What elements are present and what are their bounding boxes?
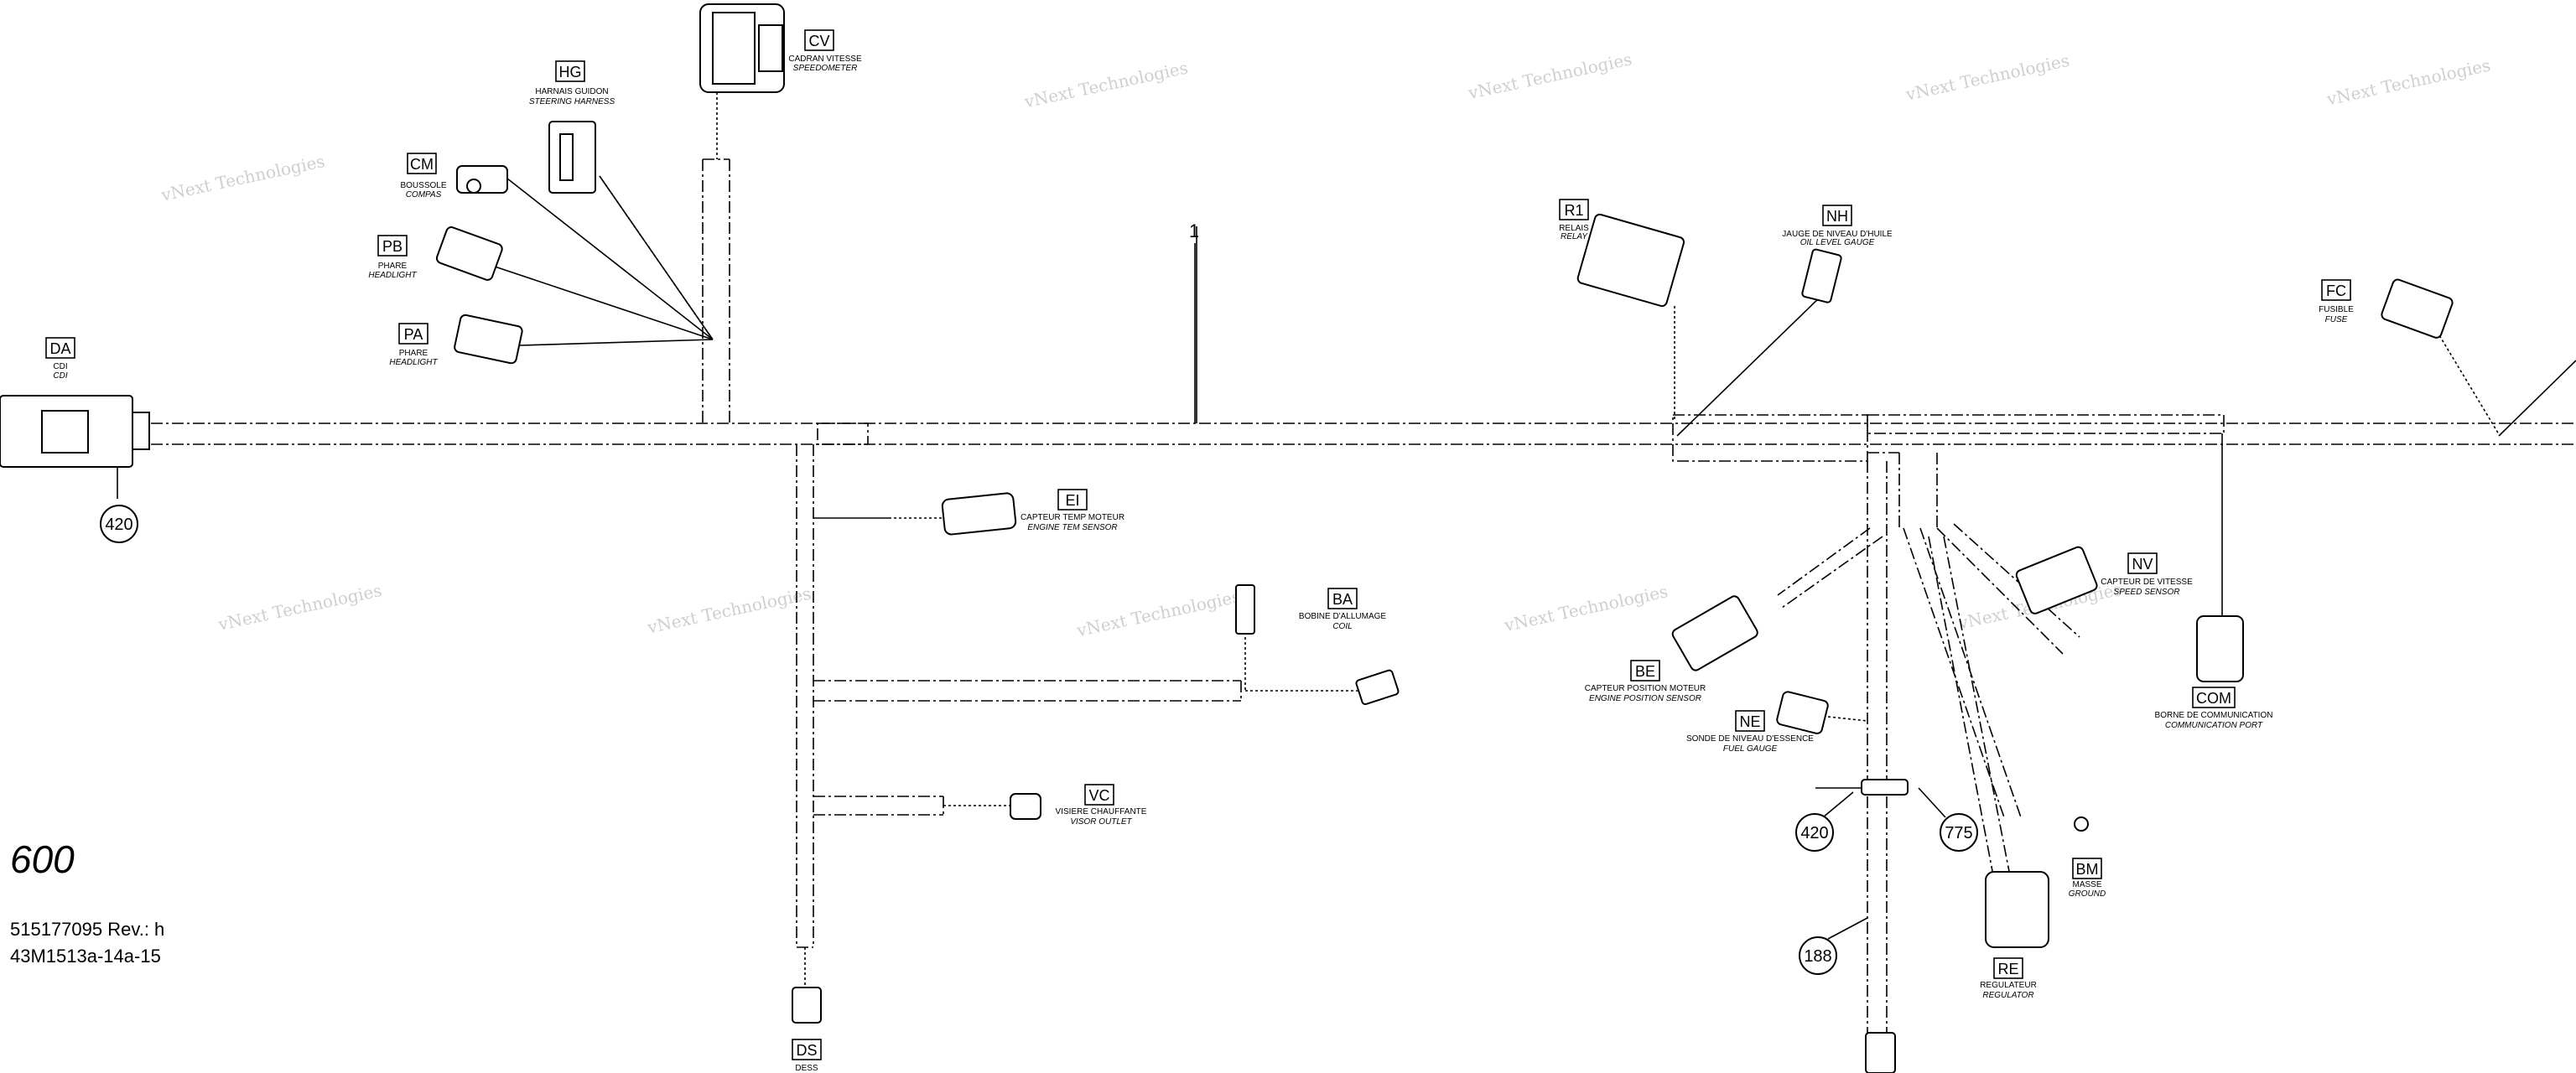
label-code: NH [1826,208,1848,225]
label-code: PB [382,238,402,255]
label-fr: CDI [53,362,67,371]
label-en: SPEEDOMETER [793,64,858,73]
label-code: EI [1065,492,1079,509]
label-en: RELAY [1561,232,1588,241]
label-en: GROUND [2069,889,2106,899]
label-en: OIL LEVEL GAUGE [1800,238,1875,247]
label-code: RE [1997,961,2018,977]
watermark: vNext Technologies [216,580,383,635]
label-en: ENGINE TEM SENSOR [1027,523,1117,532]
label-fr: CADRAN VITESSE [788,54,862,64]
label-fr: RELAIS [1559,224,1589,233]
label-en: HEADLIGHT [368,271,417,280]
wires [117,175,2576,940]
connector-glyphs [0,3,2454,1073]
label-en: ENGINE POSITION SENSOR [1589,694,1701,703]
label-code: NE [1739,713,1760,730]
label-code: COM [2196,690,2231,707]
label-fr: FUSIBLE [2319,305,2354,314]
watermark: vNext Technologies [1502,581,1670,635]
label-code: CV [808,33,829,49]
label-fr: REGULATEUR [1980,981,2037,990]
watermarks: vNext Technologies vNext Technologies vN… [158,49,2492,640]
connector-labels: CV CADRAN VITESSE SPEEDOMETER HG HARNAIS… [45,29,2354,1073]
label-fr: MASSE [2072,880,2101,889]
watermark: vNext Technologies [158,151,326,205]
label-fr: CAPTEUR POSITION MOTEUR [1585,684,1706,693]
watermark: vNext Technologies [1074,586,1242,640]
label-en: COMMUNICATION PORT [2165,721,2263,730]
label-code: DA [49,340,70,357]
label-fr: JAUGE DE NIVEAU D'HUILE [1782,230,1893,239]
label-fr: BOUSSOLE [400,181,446,190]
harness-trunk [151,158,2576,1039]
label-fr: HARNAIS GUIDON [535,87,608,96]
label-code: NV [2132,556,2153,573]
label-fr: CAPTEUR DE VITESSE [2101,578,2193,587]
callouts: 420 420 775 188 [100,505,1978,975]
watermark: vNext Technologies [1466,49,1633,103]
label-code: BM [2076,861,2099,878]
label-fr: BORNE DE COMMUNICATION [2155,711,2273,720]
label-en: SPEED SENSOR [2114,588,2180,597]
label-code: R1 [1564,202,1583,219]
watermark: vNext Technologies [645,583,813,638]
callout-number: 775 [1945,824,1972,842]
label-en: COMPAS [406,190,442,200]
label-en: STEERING HARNESS [529,97,615,106]
model-number: 600 [10,837,75,881]
label-code: DS [796,1042,817,1059]
callout-number: 420 [1800,824,1828,842]
label-fr: CAPTEUR TEMP MOTEUR [1021,513,1124,522]
label-fr: DESS [795,1064,818,1073]
watermark: vNext Technologies [1903,50,2071,105]
label-code: CM [410,156,434,173]
label-en: FUSE [2325,315,2348,324]
label-en: COIL [1332,622,1352,631]
label-code: VC [1088,787,1109,804]
label-fr: SONDE DE NIVEAU D'ESSENCE [1686,734,1814,744]
label-code: FC [2326,283,2346,299]
label-fr: BOBINE D'ALLUMAGE [1299,612,1386,621]
label-code: BE [1635,663,1655,680]
label-code: PA [404,326,423,343]
label-fr: PHARE [399,349,428,358]
label-en: CDI [53,371,67,381]
label-en: REGULATOR [1982,991,2033,1000]
watermark: vNext Technologies [2324,55,2492,110]
label-code: BA [1332,591,1353,608]
label-en: HEADLIGHT [389,358,438,367]
figure-reference: 43M1513a-14a-15 [10,946,161,967]
label-code: HG [559,64,582,80]
main-ref-number: 1 [1189,220,1199,241]
callout-number: 420 [105,516,132,534]
watermark: vNext Technologies [1022,58,1190,112]
dotted-wires [599,92,2500,989]
label-fr: VISIERE CHAUFFANTE [1056,807,1147,816]
callout-number: 188 [1804,947,1831,966]
label-en: FUEL GAUGE [1723,744,1778,754]
label-en: VISOR OUTLET [1070,817,1132,827]
part-number: 515177095 Rev.: h [10,919,165,940]
label-fr: PHARE [378,262,408,271]
